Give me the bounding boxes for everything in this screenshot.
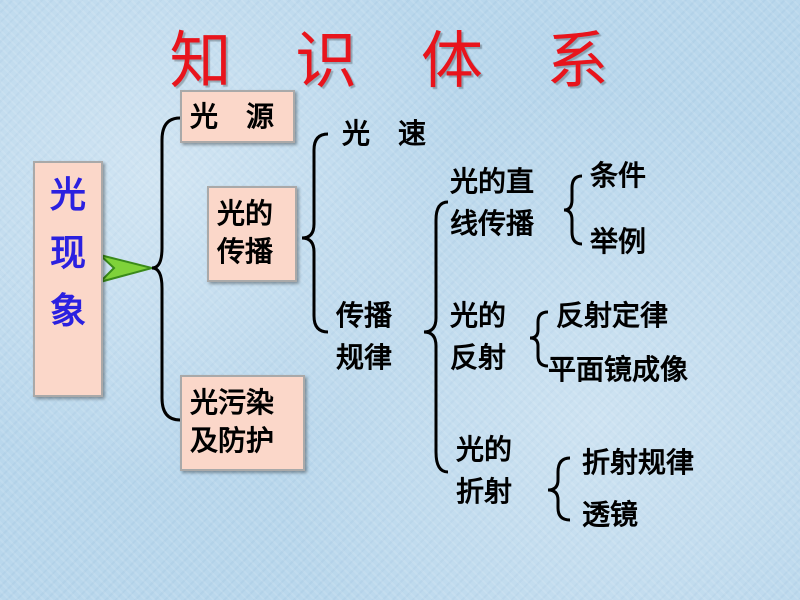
box-wuran: 光污染 及防护 [180, 375, 305, 471]
brace-zhixian [563, 174, 583, 246]
arrow-icon [96, 254, 156, 284]
label-guilv-1: 传播 [336, 299, 393, 332]
label-guangsu: 光 速 [342, 117, 427, 150]
box-chuanbo: 光的 传播 [207, 186, 297, 282]
label-zheshe-2: 折射 [456, 475, 513, 508]
label-fanshe-2: 反射 [450, 341, 507, 374]
brace-guilv [423, 200, 449, 474]
label-pingmianjing: 平面镜成像 [548, 353, 689, 386]
label-chuanbo-2: 传播 [217, 235, 274, 268]
label-zhixian-1: 光的直 [450, 165, 535, 198]
brace-fanshe [529, 310, 549, 368]
label-chuanbo-1: 光的 [217, 197, 274, 230]
label-zhixian-2: 线传播 [450, 207, 535, 240]
label-wuran-1: 光污染 [190, 386, 275, 419]
label-zheshe-1: 光的 [456, 433, 513, 466]
label-fanshedinglv: 反射定律 [556, 299, 669, 332]
label-tiaojian: 条件 [590, 159, 647, 192]
brace-zheshe [547, 456, 571, 522]
brace-chuanbo [301, 132, 329, 334]
page-title: 知 识 体 系 [169, 24, 631, 97]
label-fanshe-1: 光的 [450, 299, 507, 332]
label-toujing: 透镜 [582, 498, 639, 531]
root-char-2: 现 [49, 233, 86, 274]
label-guilv-2: 规律 [336, 341, 393, 374]
root-box: 光 现 象 [33, 161, 103, 397]
root-char-3: 象 [49, 291, 86, 332]
root-char-1: 光 [49, 175, 86, 216]
label-guangyuan: 光 源 [190, 100, 275, 133]
box-guangyuan: 光 源 [180, 90, 295, 143]
label-juli: 举例 [590, 225, 647, 258]
label-zheshe-guilv: 折射规律 [582, 446, 695, 479]
brace-level1 [151, 116, 181, 422]
label-wuran-2: 及防护 [190, 424, 275, 457]
